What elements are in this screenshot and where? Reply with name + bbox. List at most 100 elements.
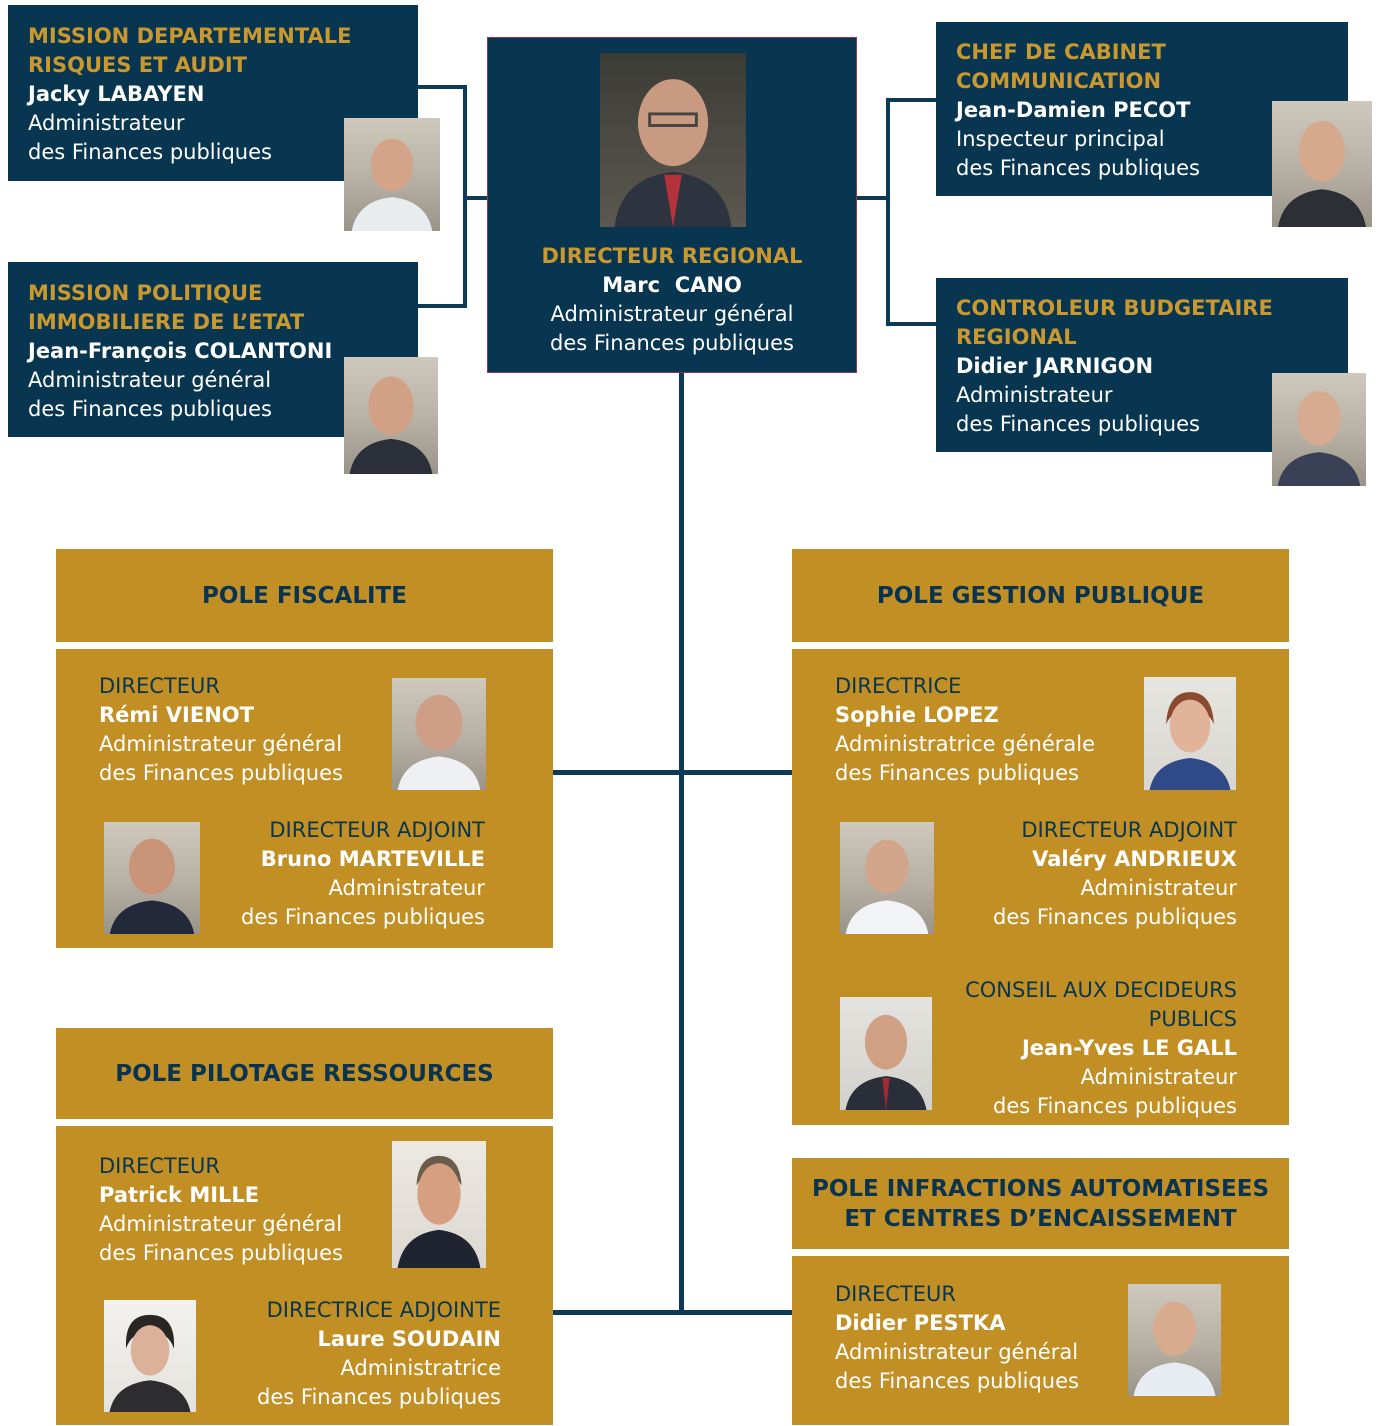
gestion-conseil-name: Jean-Yves LE GALL [1021, 1036, 1237, 1060]
mission-risques-title: des Finances publiques [28, 140, 272, 164]
gestion-director-title: des Finances publiques [835, 761, 1079, 785]
pole-gestion-title: POLE GESTION PUBLIQUE [876, 582, 1205, 609]
controleur-name: Didier JARNIGON [956, 354, 1154, 378]
gestion-deputy-photo [840, 822, 934, 934]
pilotage-deputy-title: Administratrice [340, 1356, 501, 1380]
fiscalite-director-role: DIRECTEUR [99, 674, 220, 698]
controleur-title: des Finances publiques [956, 412, 1200, 436]
mission-immo-photo [344, 357, 438, 474]
pilotage-director: DIRECTEUR Patrick MILLE Administrateur g… [99, 1152, 343, 1268]
pilotage-director-photo [392, 1141, 486, 1268]
chef-cabinet-title: Inspecteur principal [956, 127, 1165, 151]
mission-risques-label: MISSION DEPARTEMENTALE [28, 24, 352, 48]
gestion-conseil-role: PUBLICS [1148, 1007, 1237, 1031]
gestion-deputy-role: DIRECTEUR ADJOINT [1021, 818, 1237, 842]
controleur-label: CONTROLEUR BUDGETAIRE [956, 296, 1273, 320]
gestion-conseil-role: CONSEIL AUX DECIDEURS [965, 978, 1237, 1002]
mission-risques-name: Jacky LABAYEN [28, 82, 205, 106]
infractions-director-photo [1128, 1284, 1221, 1396]
pole-infractions-title-line: ET CENTRES D’ENCAISSEMENT [844, 1205, 1237, 1232]
pilotage-deputy: DIRECTRICE ADJOINTE Laure SOUDAIN Admini… [200, 1296, 501, 1412]
pole-fiscalite-title: POLE FISCALITE [202, 582, 407, 609]
gestion-director-role: DIRECTRICE [835, 674, 962, 698]
director-label: DIRECTEUR REGIONAL [541, 244, 803, 268]
controleur-label: REGIONAL [956, 325, 1077, 349]
mission-immo-name: Jean-François COLANTONI [28, 339, 333, 363]
fiscalite-deputy-title: des Finances publiques [241, 905, 485, 929]
gestion-deputy-name: Valéry ANDRIEUX [1032, 847, 1237, 871]
fiscalite-director-photo [392, 678, 486, 790]
mission-immo-title: Administrateur général [28, 368, 272, 392]
pilotage-director-name: Patrick MILLE [99, 1183, 260, 1207]
gestion-director-name: Sophie LOPEZ [835, 703, 999, 727]
pole-pilotage-title: POLE PILOTAGE RESSOURCES [115, 1060, 494, 1087]
fiscalite-deputy: DIRECTEUR ADJOINT Bruno MARTEVILLE Admin… [200, 816, 485, 932]
director-text: DIRECTEUR REGIONAL Marc CANO Administrat… [487, 242, 857, 358]
fiscalite-director: DIRECTEUR Rémi VIENOT Administrateur gén… [99, 672, 343, 788]
infractions-director-title: des Finances publiques [835, 1369, 1079, 1393]
infractions-director-name: Didier PESTKA [835, 1311, 1006, 1335]
mission-immo-label: MISSION POLITIQUE [28, 281, 263, 305]
gestion-conseil-title: Administrateur [1080, 1065, 1237, 1089]
gestion-deputy-title: Administrateur [1080, 876, 1237, 900]
director-title: Administrateur général [550, 302, 794, 326]
chef-cabinet-photo [1272, 101, 1372, 227]
chef-cabinet-title: des Finances publiques [956, 156, 1200, 180]
director-name: Marc CANO [602, 273, 742, 297]
connector-line [886, 98, 890, 326]
gestion-deputy: DIRECTEUR ADJOINT Valéry ANDRIEUX Admini… [940, 816, 1237, 932]
gestion-deputy-title: des Finances publiques [993, 905, 1237, 929]
mission-immo-title: des Finances publiques [28, 397, 272, 421]
fiscalite-director-title: Administrateur général [99, 732, 343, 756]
fiscalite-deputy-photo [104, 822, 200, 934]
pole-fiscalite-header [56, 549, 553, 642]
director-title: des Finances publiques [550, 331, 794, 355]
pilotage-deputy-photo [104, 1300, 196, 1412]
connector-line [856, 196, 890, 200]
chef-cabinet-label: CHEF DE CABINET [956, 40, 1166, 64]
mission-risques-title: Administrateur [28, 111, 185, 135]
chef-cabinet-label: COMMUNICATION [956, 69, 1162, 93]
fiscalite-deputy-role: DIRECTEUR ADJOINT [269, 818, 485, 842]
gestion-director: DIRECTRICE Sophie LOPEZ Administratrice … [835, 672, 1095, 788]
pilotage-director-title: Administrateur général [99, 1212, 343, 1236]
gestion-director-photo [1144, 677, 1236, 790]
mission-risques-text: MISSION DEPARTEMENTALE RISQUES ET AUDIT … [28, 22, 351, 167]
mission-immo-text: MISSION POLITIQUE IMMOBILIERE DE L’ETAT … [28, 279, 332, 424]
mission-risques-photo [344, 118, 440, 231]
infractions-director: DIRECTEUR Didier PESTKA Administrateur g… [835, 1280, 1079, 1396]
controleur-text: CONTROLEUR BUDGETAIRE REGIONAL Didier JA… [956, 294, 1273, 439]
connector-line [679, 372, 684, 1315]
connector-line [416, 85, 467, 89]
controleur-photo [1272, 373, 1366, 486]
infractions-director-title: Administrateur général [835, 1340, 1079, 1364]
connector-line [418, 304, 467, 308]
pole-infractions-title: POLE INFRACTIONS AUTOMATISEES ET CENTRES… [792, 1158, 1289, 1249]
pole-infractions-title-line: POLE INFRACTIONS AUTOMATISEES [811, 1175, 1270, 1202]
chef-cabinet-text: CHEF DE CABINET COMMUNICATION Jean-Damie… [956, 38, 1200, 183]
fiscalite-director-title: des Finances publiques [99, 761, 343, 785]
pilotage-director-role: DIRECTEUR [99, 1154, 220, 1178]
infractions-director-role: DIRECTEUR [835, 1282, 956, 1306]
pole-pilotage-header [56, 1028, 553, 1119]
pole-gestion-header [792, 549, 1289, 642]
pole-infractions-header [792, 1158, 1289, 1249]
director-photo [600, 53, 746, 227]
fiscalite-deputy-name: Bruno MARTEVILLE [260, 847, 485, 871]
fiscalite-director-name: Rémi VIENOT [99, 703, 254, 727]
pilotage-deputy-role: DIRECTRICE ADJOINTE [266, 1298, 501, 1322]
gestion-conseil-photo [840, 997, 932, 1110]
gestion-director-title: Administratrice générale [835, 732, 1096, 756]
controleur-title: Administrateur [956, 383, 1113, 407]
connector-line [463, 196, 489, 200]
pilotage-deputy-name: Laure SOUDAIN [317, 1327, 501, 1351]
pilotage-director-title: des Finances publiques [99, 1241, 343, 1265]
fiscalite-deputy-title: Administrateur [328, 876, 485, 900]
gestion-conseil-title: des Finances publiques [993, 1094, 1237, 1118]
connector-line [886, 98, 938, 102]
chef-cabinet-name: Jean-Damien PECOT [956, 98, 1191, 122]
connector-line [553, 770, 793, 775]
connector-line [553, 1310, 793, 1315]
mission-immo-label: IMMOBILIERE DE L’ETAT [28, 310, 305, 334]
mission-risques-label: RISQUES ET AUDIT [28, 53, 248, 77]
